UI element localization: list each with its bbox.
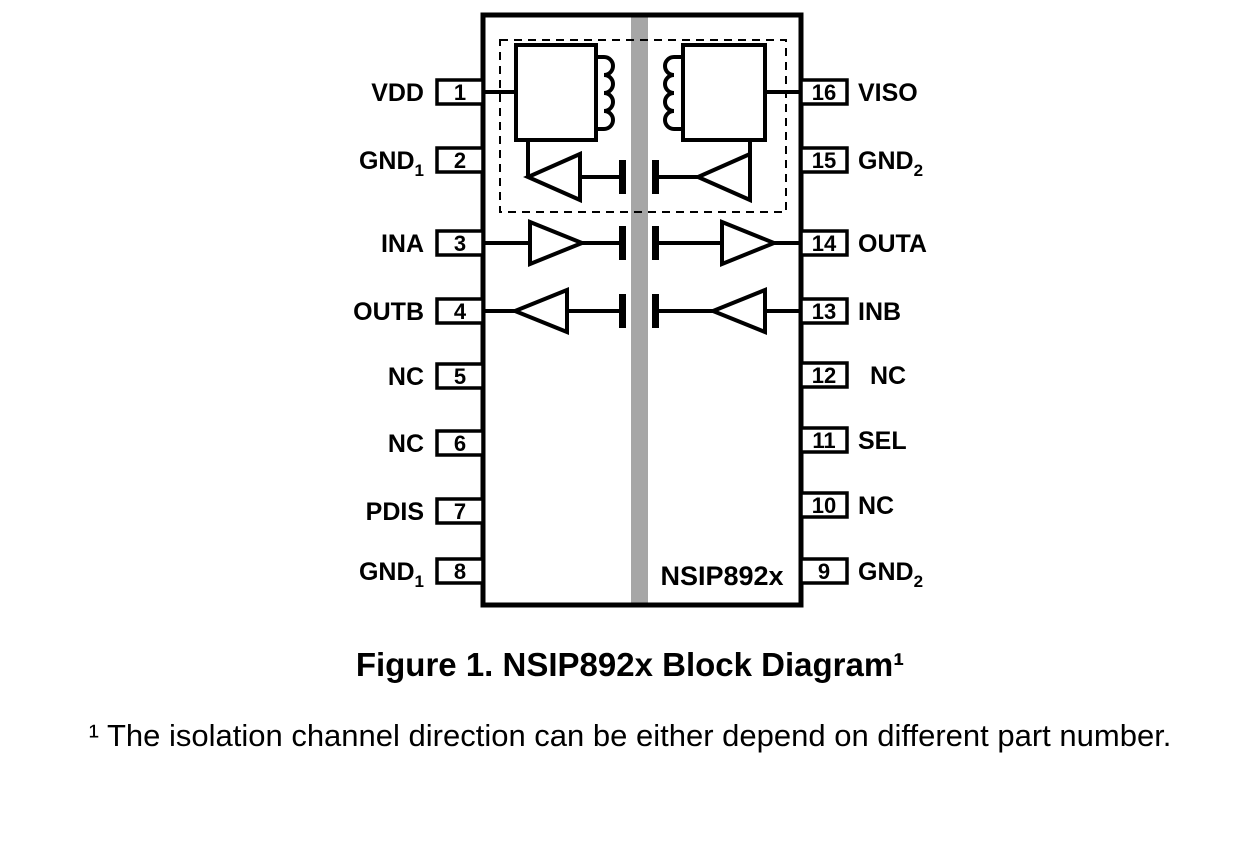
capacitor-mark [652,226,659,260]
pin-10: 10 NC [799,491,894,520]
pin-8-number: 8 [454,559,466,584]
pin-7-number: 7 [454,499,466,524]
pin-15-label: GND2 [858,147,923,180]
block-diagram: NSIP892x 1 VDD 2 GND1 3 INA 4 OUTB 5 NC [353,12,927,608]
pin-5: 5 NC [388,362,485,391]
pin-3-box [435,229,485,257]
channel-b [483,287,801,335]
feedback-left-buffer-triangle [523,150,582,204]
chip-name-label: NSIP892x [660,561,783,591]
pin-2-box [435,146,485,174]
pin-1-box [435,78,485,106]
pin-3-label: INA [381,230,424,258]
pin-12: 12 NC [799,361,906,390]
channel-a-left-buffer-triangle [528,219,588,267]
pin-2: 2 GND1 [359,146,485,180]
pin-8-box [435,557,485,585]
pin-7-label: PDIS [366,498,424,526]
pin-14-box [799,229,849,257]
transformer-right-block [681,43,767,142]
pin-9-number: 9 [818,559,830,584]
pin-6-label: NC [388,430,424,458]
pin-10-box [799,491,849,519]
pin-4-box [435,297,485,325]
pin-15: 15 GND2 [799,146,923,180]
pin-11-label: SEL [858,427,907,455]
capacitor-mark [652,294,659,328]
pin-10-number: 10 [812,493,836,518]
pin-9: 9 GND2 [799,557,923,591]
capacitor-mark [619,160,626,194]
pin-16-label: VISO [858,79,918,107]
pin-13: 13 INB [799,297,901,326]
feedback-right-buffer-triangle [693,150,752,204]
channel-a [483,219,801,267]
pin-11-number: 11 [812,428,835,453]
pin-14-number: 14 [812,231,837,256]
pin-12-box [799,361,849,389]
capacitor-mark [652,160,659,194]
capacitor-mark [619,294,626,328]
pin-8: 8 GND1 [359,557,485,591]
pin-6-box [435,429,485,457]
pin-8-label: GND1 [359,558,424,591]
pin-3: 3 INA [381,229,485,258]
pin-16: 16 VISO [799,78,918,107]
transformer-left-block [514,43,598,142]
pin-13-number: 13 [812,299,836,324]
pin-3-number: 3 [454,231,466,256]
pin-14-label: OUTA [858,230,927,258]
pin-4-number: 4 [454,299,467,324]
pin-2-number: 2 [454,148,466,173]
pin-6-number: 6 [454,431,466,456]
capacitor-mark [619,226,626,260]
pin-15-number: 15 [812,148,836,173]
pin-14: 14 OUTA [799,229,927,258]
transformer-right-coil [663,55,683,131]
pin-16-number: 16 [812,80,836,105]
pin-13-label: INB [858,298,901,326]
pin-11: 11 SEL [799,426,907,455]
pin-4-label: OUTB [353,298,424,326]
pin-5-number: 5 [454,364,466,389]
pin-16-box [799,78,849,106]
pin-12-number: 12 [812,363,836,388]
pin-6: 6 NC [388,429,485,458]
pin-10-label: NC [858,492,894,520]
channel-b-left-buffer-triangle [509,287,569,335]
isolation-transformer [483,43,801,142]
pin-7-box [435,497,485,525]
pin-1: 1 VDD [371,78,485,107]
pin-5-box [435,362,485,390]
figure-footnote: ¹ The isolation channel direction can be… [88,718,1172,753]
isolation-barrier [631,15,648,605]
transformer-left-coil [596,55,615,131]
pin-1-number: 1 [454,80,466,105]
figure-container: NSIP892x 1 VDD 2 GND1 3 INA 4 OUTB 5 NC [88,12,1172,753]
pin-15-box [799,146,849,174]
pin-9-label: GND2 [858,558,923,591]
pin-12-label: NC [870,362,906,390]
pin-5-label: NC [388,363,424,391]
feedback-channel [523,140,752,204]
channel-a-right-buffer-triangle [720,219,780,267]
pin-11-box [799,426,849,454]
figure-caption: Figure 1. NSIP892x Block Diagram¹ [355,646,905,683]
channel-b-right-buffer-triangle [707,287,767,335]
pin-13-box [799,297,849,325]
pin-7: 7 PDIS [366,497,485,526]
pin-2-label: GND1 [359,147,424,180]
pin-9-box [799,557,849,585]
pin-1-label: VDD [371,79,424,107]
pin-4: 4 OUTB [353,297,485,326]
isolation-power-boundary [499,39,787,213]
